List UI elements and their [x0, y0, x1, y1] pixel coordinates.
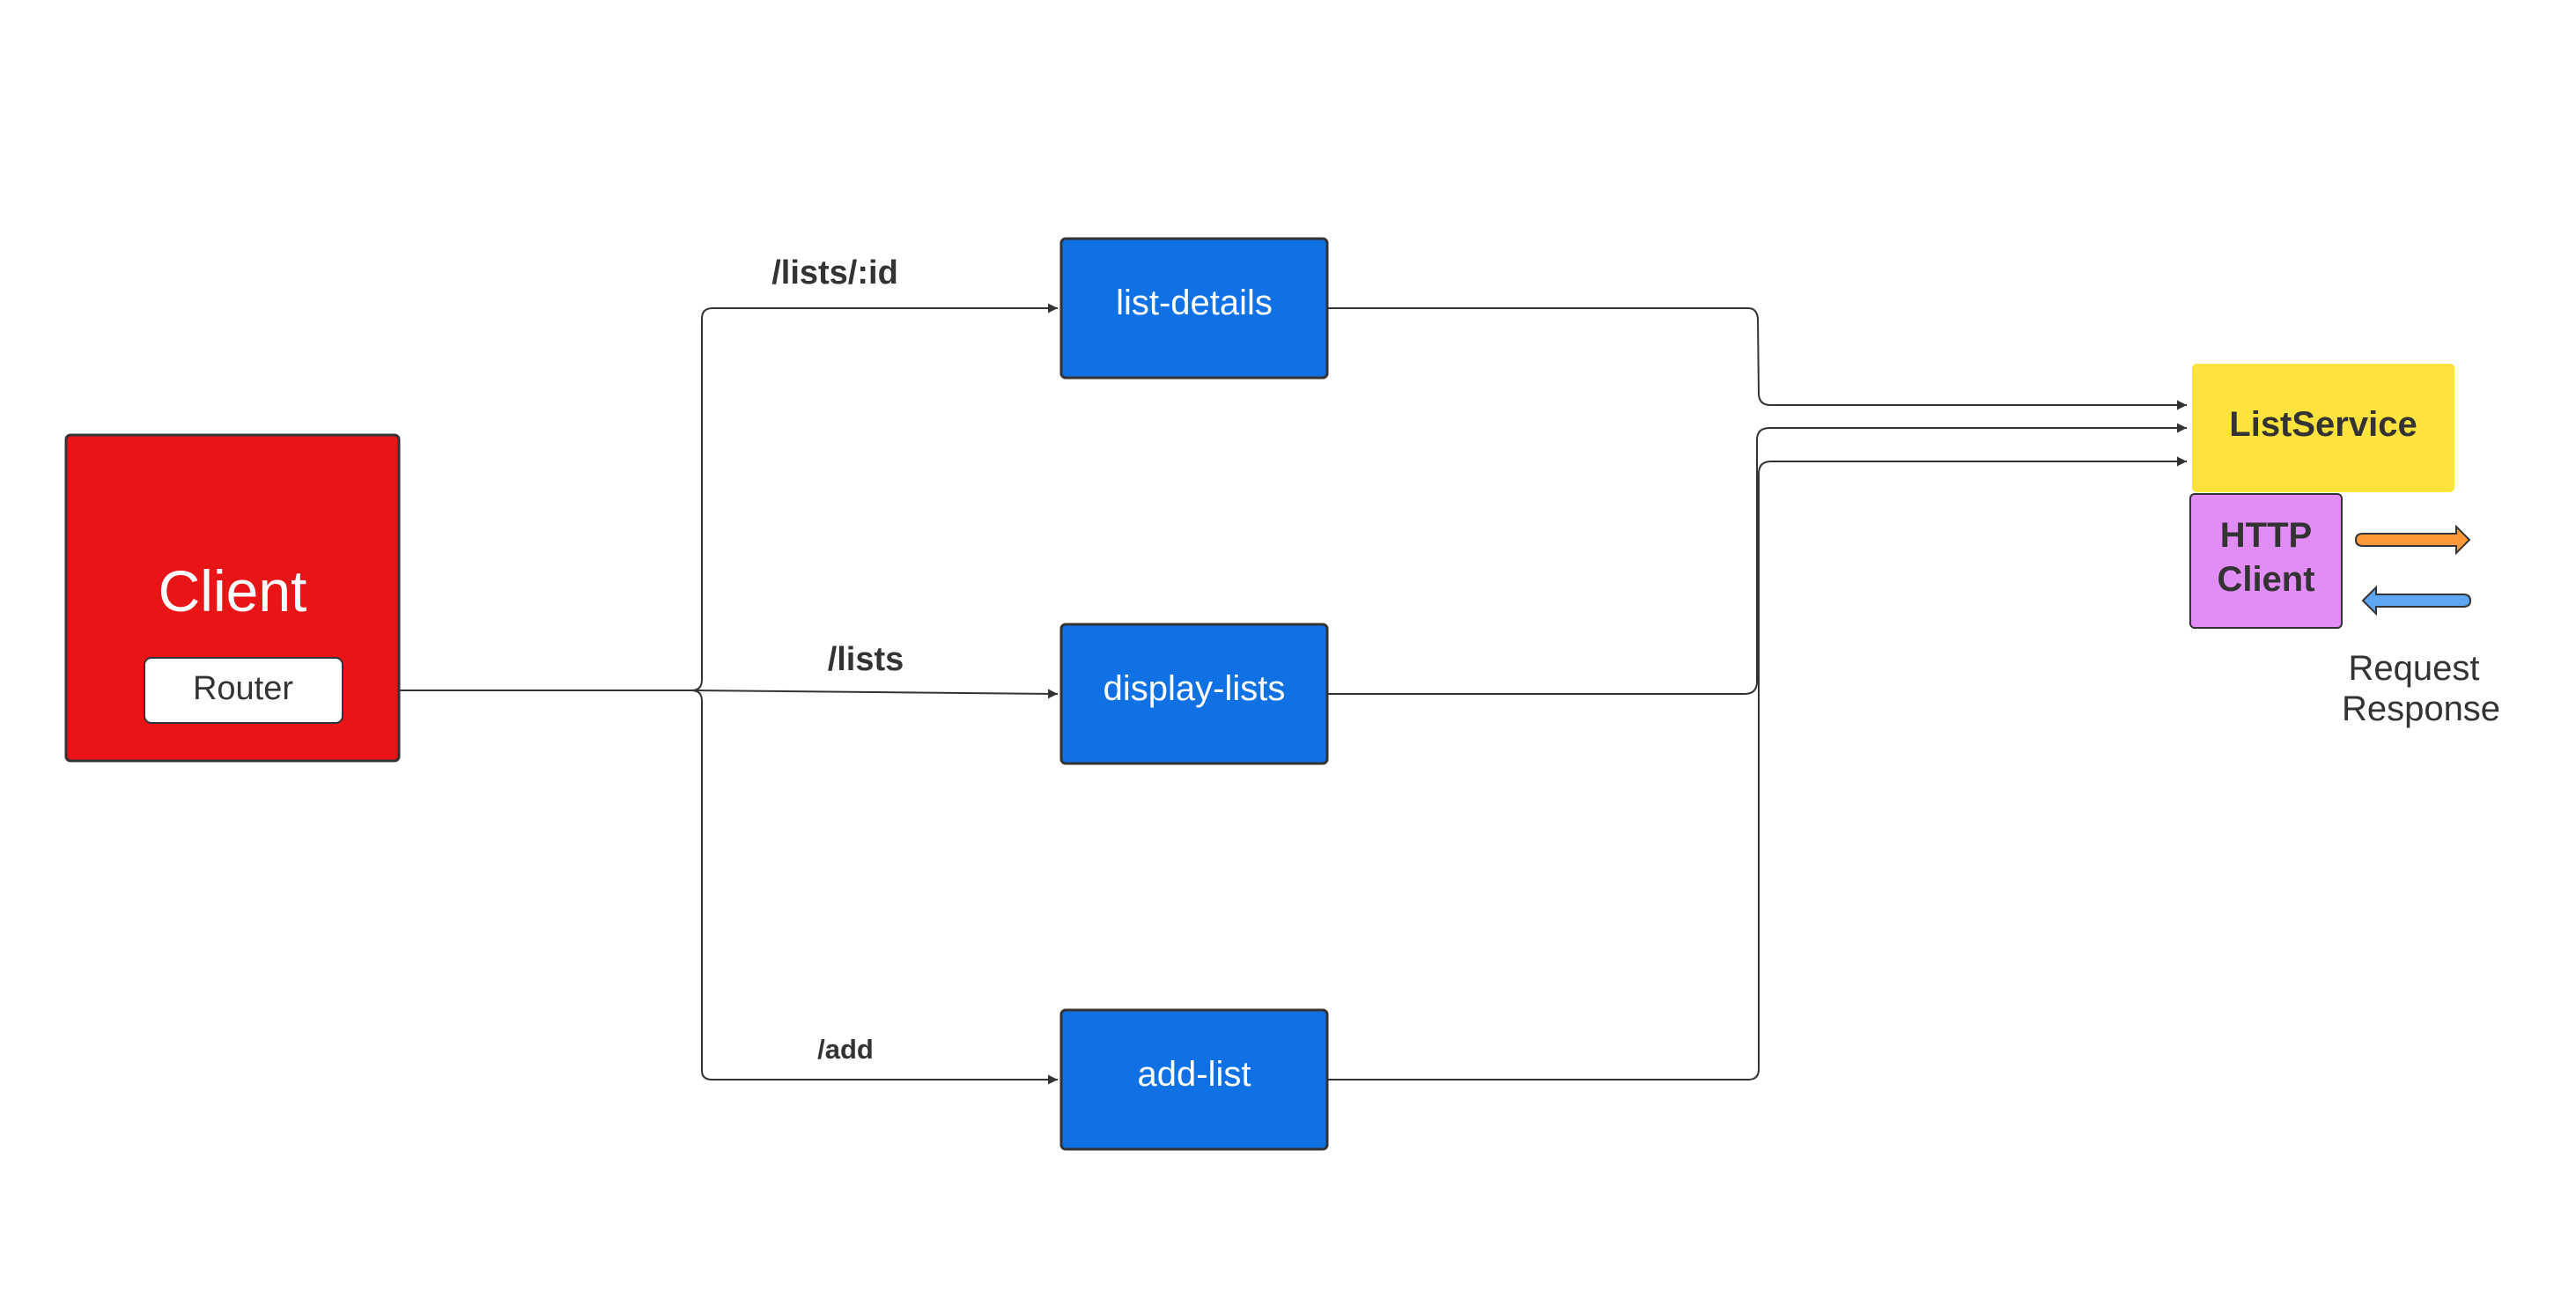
- route-label-details: /lists/:id: [771, 254, 898, 291]
- response-arrow-icon: [2361, 585, 2472, 616]
- router-connectors: [342, 303, 1059, 1085]
- add-list-box: [1059, 1008, 1329, 1151]
- connector-router-to-add-list: [690, 690, 1058, 1085]
- service-connectors: [1328, 307, 2187, 1080]
- legend-response-label: Response: [2342, 690, 2500, 728]
- client-label: Client: [159, 558, 307, 623]
- add-list-node: add-list: [1059, 1008, 1329, 1151]
- connector-router-to-display-lists: [690, 689, 1059, 699]
- list-details-box: [1059, 237, 1329, 380]
- list-service-label: ListService: [2229, 405, 2417, 444]
- legend-request-label: Request: [2349, 649, 2480, 688]
- add-list-label: add-list: [1138, 1055, 1251, 1094]
- display-lists-label: display-lists: [1103, 669, 1286, 708]
- display-lists-node: display-lists: [1059, 623, 1329, 765]
- http-client-node: HTTP Client: [2189, 493, 2343, 629]
- list-details-node: list-details: [1059, 237, 1329, 380]
- client-node: Client Router: [64, 433, 401, 763]
- list-service-box: [2192, 364, 2454, 492]
- display-lists-box: [1059, 623, 1329, 765]
- http-client-label-line2: Client: [2217, 560, 2314, 599]
- list-details-label: list-details: [1116, 284, 1273, 322]
- connector-display-lists-to-service: [1328, 423, 2187, 695]
- router-box: [144, 657, 343, 724]
- http-client-box: [2189, 493, 2343, 629]
- list-service-node: ListService: [2192, 364, 2454, 492]
- http-client-label-line1: HTTP: [2220, 516, 2312, 555]
- request-arrow-icon: [2354, 524, 2471, 556]
- route-label-add: /add: [817, 1034, 874, 1065]
- route-label-lists: /lists: [828, 641, 904, 678]
- router-label: Router: [193, 670, 293, 707]
- connector-router-to-list-details: [342, 303, 1058, 691]
- connector-add-list-to-service: [1328, 456, 2187, 1080]
- connector-list-details-to-service: [1328, 307, 2187, 410]
